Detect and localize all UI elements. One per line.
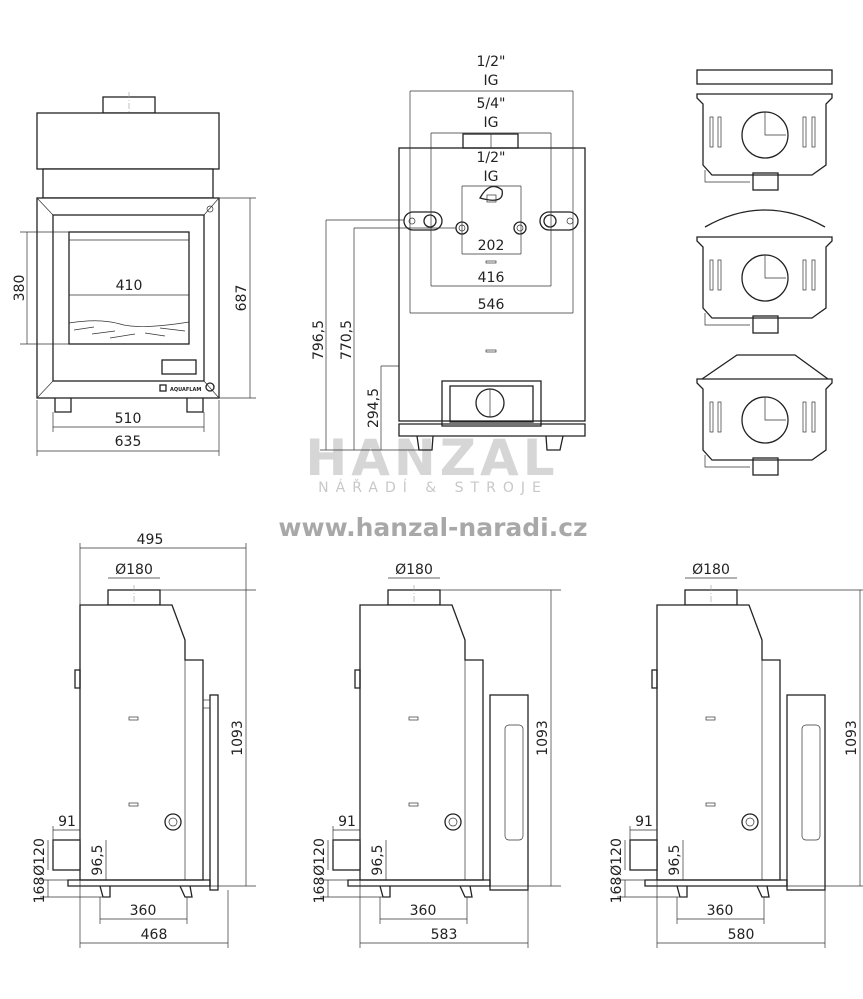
back-view: 1/2" IG 5/4" IG 1/2" IG 202 416 546 796,… bbox=[311, 54, 586, 451]
dim-depth: 468 bbox=[141, 927, 168, 943]
front-view: AQUAFLAM 380 410 687 510 635 bbox=[12, 92, 256, 456]
dim-total-width: 635 bbox=[115, 434, 142, 450]
dim-96: 96,5 bbox=[370, 844, 386, 875]
watermark-brand: HANZAL bbox=[305, 429, 558, 487]
dim-flue-diameter: Ø180 bbox=[115, 562, 153, 578]
dim-depth: 580 bbox=[728, 927, 755, 943]
dim-feet: 360 bbox=[707, 903, 734, 919]
dim-168: 168 bbox=[32, 877, 48, 904]
conn-top-thread: 1/2" bbox=[477, 54, 506, 70]
dim-glass-width: 410 bbox=[116, 278, 143, 294]
dim-flue-diameter: Ø180 bbox=[692, 562, 730, 578]
dim-770: 770,5 bbox=[339, 320, 355, 360]
dim-glass-height: 380 bbox=[12, 275, 28, 302]
dim-inlet-offset: 91 bbox=[58, 814, 76, 830]
dim-546: 546 bbox=[478, 297, 505, 313]
dim-door-width: 510 bbox=[115, 411, 142, 427]
dim-inlet-offset: 91 bbox=[635, 814, 653, 830]
watermark-tagline: NÁŘADÍ & STROJE bbox=[318, 479, 548, 496]
dim-height: 1093 bbox=[230, 720, 246, 756]
dim-air-inlet: Ø120 bbox=[609, 838, 625, 876]
dim-top-depth: 495 bbox=[137, 532, 164, 548]
dim-96: 96,5 bbox=[90, 844, 106, 875]
dim-feet: 360 bbox=[130, 903, 157, 919]
top-view-2 bbox=[696, 209, 833, 334]
dim-inlet-offset: 91 bbox=[338, 814, 356, 830]
conn-inner-thread: 1/2" bbox=[477, 150, 506, 166]
top-view-3 bbox=[696, 354, 833, 476]
dim-depth: 583 bbox=[431, 927, 458, 943]
conn-mid-type: IG bbox=[484, 115, 499, 131]
dim-168: 168 bbox=[312, 877, 328, 904]
brand-label: AQUAFLAM bbox=[170, 387, 201, 393]
dim-416: 416 bbox=[478, 270, 505, 286]
side-views: 495Ø180109391Ø12016896,5360468Ø180109391… bbox=[32, 532, 863, 948]
top-view-1 bbox=[696, 69, 833, 191]
watermark: HANZAL NÁŘADÍ & STROJE www.hanzal-naradi… bbox=[278, 429, 587, 542]
dim-flue-diameter: Ø180 bbox=[395, 562, 433, 578]
brand-logo-icon bbox=[159, 384, 167, 392]
dim-168: 168 bbox=[609, 877, 625, 904]
dim-feet: 360 bbox=[410, 903, 437, 919]
conn-mid-thread: 5/4" bbox=[477, 96, 506, 112]
dim-294: 294,5 bbox=[366, 388, 382, 428]
dim-202: 202 bbox=[478, 238, 505, 254]
dim-height: 1093 bbox=[535, 720, 551, 756]
dim-96: 96,5 bbox=[667, 844, 683, 875]
conn-top-type: IG bbox=[484, 73, 499, 89]
conn-inner-type: IG bbox=[484, 169, 499, 185]
watermark-url: www.hanzal-naradi.cz bbox=[278, 513, 587, 542]
dim-front-height: 687 bbox=[234, 285, 250, 312]
top-views bbox=[696, 69, 833, 476]
dim-height: 1093 bbox=[844, 720, 860, 756]
dim-air-inlet: Ø120 bbox=[32, 838, 48, 876]
dim-air-inlet: Ø120 bbox=[312, 838, 328, 876]
dim-796: 796,5 bbox=[311, 320, 327, 360]
